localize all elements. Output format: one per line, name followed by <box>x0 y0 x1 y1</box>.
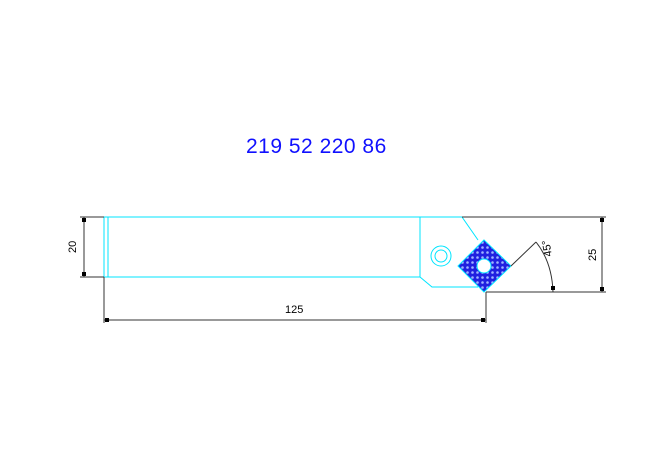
dim-angle: 45° <box>540 239 555 257</box>
dim-length: 125 <box>285 304 303 316</box>
cutting-insert <box>457 239 512 293</box>
dim-total-height: 25 <box>587 249 599 261</box>
dim-shank-height: 20 <box>67 241 79 253</box>
tool-holder-outline <box>103 216 479 288</box>
part-number-title: 219 52 220 86 <box>246 135 387 158</box>
dimension-lines <box>80 216 606 323</box>
